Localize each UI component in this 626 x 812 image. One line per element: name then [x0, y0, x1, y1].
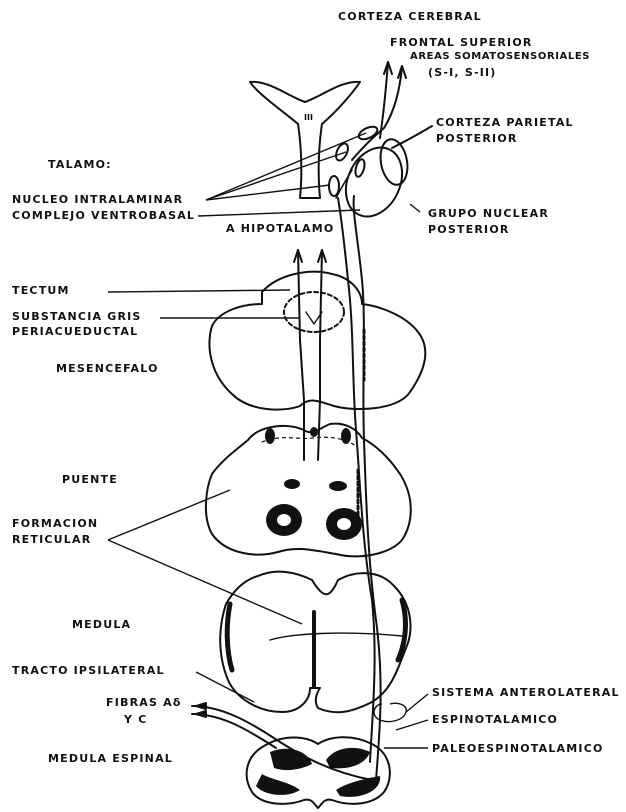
- label-medula-espinal: MEDULA ESPINAL: [48, 752, 173, 765]
- label-sistema-anterolateral: SISTEMA ANTEROLATERAL: [432, 686, 620, 699]
- posterior-nuclear-group: [377, 137, 411, 187]
- label-tectum: TECTUM: [12, 284, 70, 297]
- label-corteza-cerebral: CORTEZA CEREBRAL: [338, 10, 482, 23]
- label-paleoespinotalamico: PALEOESPINOTALAMICO: [432, 742, 604, 755]
- third-ventricle-outline: [250, 82, 360, 198]
- label-grupo-nuclear-1: GRUPO NUCLEAR: [428, 207, 549, 220]
- label-substancia-gris-2: PERIACUEDUCTAL: [12, 325, 138, 338]
- label-fibras-1: FIBRAS Aδ: [106, 696, 182, 709]
- frontal-target-oval: [357, 124, 379, 142]
- label-espinotalamico: ESPINOTALAMICO: [432, 713, 558, 726]
- label-nucleo-intralaminar: NUCLEO INTRALAMINAR: [12, 193, 183, 206]
- intralaminar-nucleus-2: [329, 176, 339, 196]
- label-corteza-parietal-1: CORTEZA PARIETAL: [436, 116, 574, 129]
- label-grupo-nuclear-2: POSTERIOR: [428, 223, 510, 236]
- label-areas-somatosensoriales: AREAS SOMATOSENSORIALES: [410, 50, 590, 63]
- label-substancia-gris-1: SUBSTANCIA GRIS: [12, 310, 142, 323]
- paleospinothalamic-tract: [338, 198, 375, 762]
- label-frontal-superior: FRONTAL SUPERIOR: [390, 36, 533, 49]
- label-complejo-ventrobasal: COMPLEJO VENTROBASAL: [12, 209, 195, 222]
- puente-section: [206, 424, 411, 557]
- ventricle-mark: III: [304, 113, 313, 122]
- label-talamo: TALAMO:: [48, 158, 112, 171]
- label-fibras-2: Y C: [124, 713, 147, 726]
- label-formacion-reticular-1: FORMACION: [12, 517, 98, 530]
- label-formacion-reticular-2: RETICULAR: [12, 533, 91, 546]
- periaqueductal-gray: [284, 292, 344, 332]
- label-medula: MEDULA: [72, 618, 131, 631]
- label-a-hipotalamo: A HIPOTALAMO: [226, 222, 334, 235]
- label-mesencefalo: MESENCEFALO: [56, 362, 159, 375]
- medula-espinal-section: [247, 737, 390, 808]
- label-corteza-parietal-2: POSTERIOR: [436, 132, 518, 145]
- label-puente: PUENTE: [62, 473, 118, 486]
- label-areas-codes: (S-I, S-II): [428, 66, 497, 79]
- label-tracto-ipsilateral: TRACTO IPSILATERAL: [12, 664, 165, 677]
